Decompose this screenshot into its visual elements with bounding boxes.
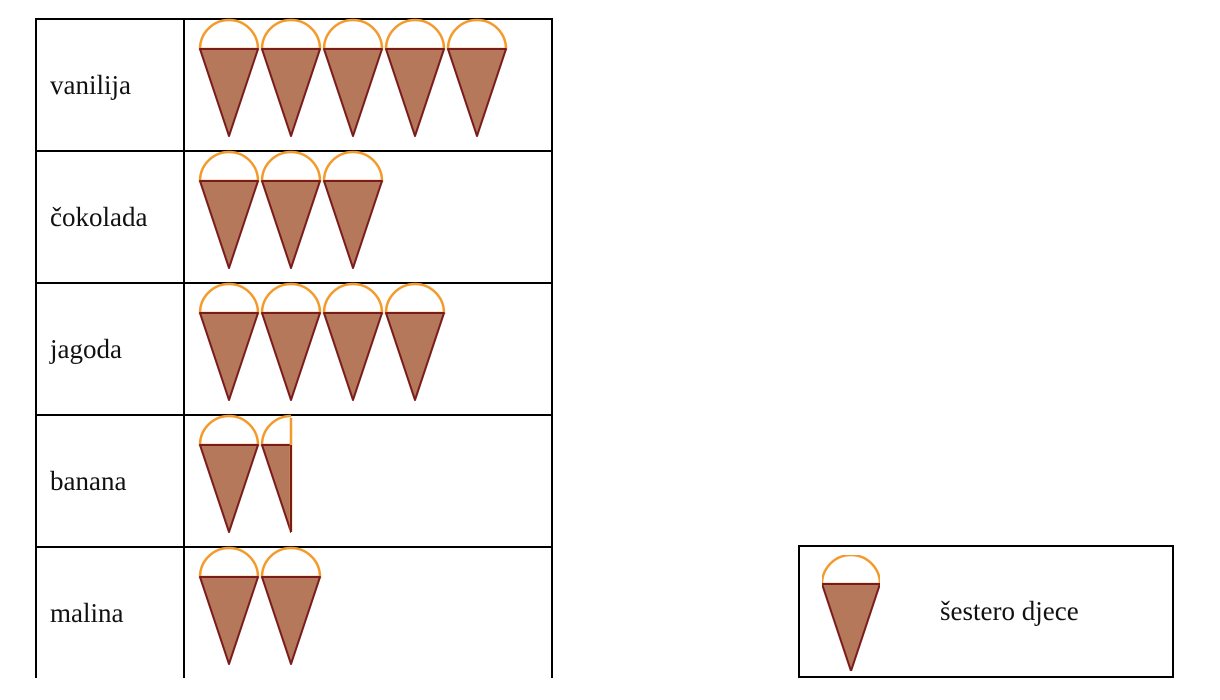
icon-1-2	[322, 150, 384, 269]
icon-4-0	[198, 546, 260, 665]
icon-1-1-cone	[261, 180, 321, 269]
icon-3-0	[198, 414, 260, 533]
icon-1-1-scoop	[260, 150, 322, 183]
icon-0-3	[384, 18, 446, 137]
icon-3-partial-cone	[261, 444, 291, 533]
legend-label: šestero djece	[940, 596, 1079, 626]
icon-4-1-cone	[261, 576, 321, 665]
icon-4-0-cone	[199, 576, 259, 665]
icon-2-3-scoop	[384, 282, 446, 315]
icon-0-3-scoop	[384, 18, 446, 51]
icon-0-2-scoop	[322, 18, 384, 51]
icon-0-4-cone	[447, 48, 507, 137]
legend-cone-icon-scoop	[822, 555, 880, 586]
icon-1-0-cone	[199, 180, 259, 269]
pictograph-table: vanilija čokolada jagoda banana malina	[35, 18, 553, 678]
legend-cone-icon	[822, 555, 880, 671]
icon-1-2-cone	[323, 180, 383, 269]
icon-0-1	[260, 18, 322, 137]
icon-2-1-cone	[261, 312, 321, 401]
category-label-2: jagoda	[49, 334, 122, 364]
icon-0-2	[322, 18, 384, 137]
icon-4-1-scoop	[260, 546, 322, 579]
icon-0-2-cone	[323, 48, 383, 137]
icon-0-0-cone	[199, 48, 259, 137]
icon-2-3	[384, 282, 446, 401]
icon-3-partial	[260, 414, 293, 533]
icon-2-0	[198, 282, 260, 401]
icon-0-1-cone	[261, 48, 321, 137]
category-label-3: banana	[50, 466, 126, 496]
legend-icon	[822, 555, 880, 671]
legend-box: šestero djece	[798, 545, 1174, 678]
icon-2-0-cone	[199, 312, 259, 401]
icon-0-3-cone	[385, 48, 445, 137]
icon-3-0-scoop	[198, 414, 260, 447]
icon-0-0-scoop	[198, 18, 260, 51]
icon-1-0	[198, 150, 260, 269]
icon-4-0-scoop	[198, 546, 260, 579]
icon-1-2-scoop	[322, 150, 384, 183]
legend-cone-icon-cone	[822, 583, 880, 671]
icon-1-1	[260, 150, 322, 269]
icon-0-0	[198, 18, 260, 137]
icon-2-1	[260, 282, 322, 401]
icon-2-1-scoop	[260, 282, 322, 315]
icon-1-0-scoop	[198, 150, 260, 183]
category-label-1: čokolada	[50, 202, 147, 232]
icon-2-2-cone	[323, 312, 383, 401]
icon-2-2-scoop	[322, 282, 384, 315]
category-label-0: vanilija	[50, 70, 131, 100]
icon-0-4	[446, 18, 508, 137]
icon-0-4-scoop	[446, 18, 508, 51]
icon-2-3-cone	[385, 312, 445, 401]
icon-4-1	[260, 546, 322, 665]
icon-3-0-cone	[199, 444, 259, 533]
icon-3-partial-scoop	[260, 414, 291, 447]
icon-2-2	[322, 282, 384, 401]
icon-2-0-scoop	[198, 282, 260, 315]
icon-0-1-scoop	[260, 18, 322, 51]
category-label-4: malina	[50, 598, 123, 628]
